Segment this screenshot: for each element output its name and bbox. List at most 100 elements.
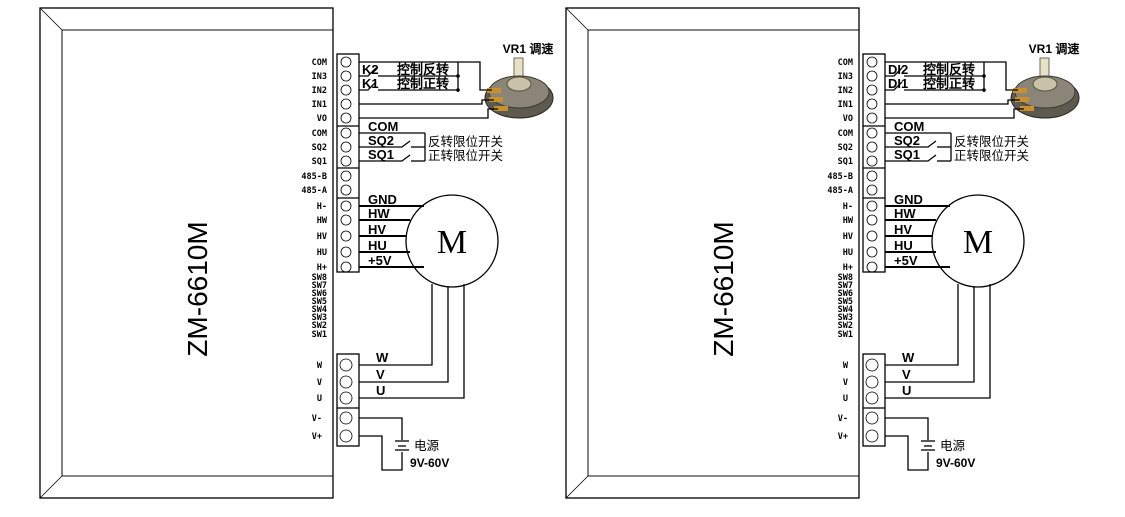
terminal-screw bbox=[866, 127, 878, 139]
motor-circle bbox=[931, 194, 1025, 288]
terminal-screw bbox=[865, 375, 879, 389]
terminal-screw bbox=[340, 112, 352, 124]
pin-label: VO bbox=[317, 114, 327, 124]
power-label: 电源 bbox=[940, 439, 966, 453]
pin-label: HV bbox=[843, 232, 853, 242]
phase-wire bbox=[885, 284, 991, 399]
model-name: ZM-6610M bbox=[182, 221, 213, 356]
pin-label: W bbox=[843, 361, 849, 371]
pin-label: 485-A bbox=[301, 186, 327, 196]
switch-a-wire bbox=[359, 67, 377, 77]
potentiometer-icon bbox=[484, 57, 554, 119]
pot-wire-in1 bbox=[885, 99, 1020, 105]
terminal-screw bbox=[866, 214, 878, 226]
power-wire-pos bbox=[359, 435, 403, 471]
terminal-block-bottom bbox=[862, 353, 886, 447]
pin-label: V+ bbox=[838, 432, 848, 442]
vr1-label: VR1 调速 bbox=[503, 41, 554, 56]
pin-label: U bbox=[317, 394, 322, 404]
phase-wire bbox=[885, 287, 975, 383]
phase-label: U bbox=[376, 383, 385, 398]
junction-dot bbox=[982, 74, 986, 78]
terminal-screw bbox=[339, 391, 353, 405]
sq2-label: SQ2 bbox=[894, 133, 920, 148]
terminal-screw bbox=[866, 261, 878, 273]
switch-b-text: 控制正转 bbox=[397, 76, 449, 91]
terminal-screw bbox=[866, 200, 878, 212]
pot-pin bbox=[1020, 106, 1034, 111]
pin-label: H- bbox=[843, 202, 853, 212]
terminal-block-top bbox=[336, 53, 360, 273]
hall-label: +5V bbox=[368, 253, 392, 268]
battery-icon bbox=[921, 440, 935, 451]
pin-label: H+ bbox=[843, 263, 853, 273]
terminal-block-bottom bbox=[336, 353, 360, 447]
controller-outline bbox=[565, 7, 860, 499]
phase-wire bbox=[359, 287, 449, 383]
hall-label: HU bbox=[894, 238, 913, 253]
terminal-screw bbox=[340, 184, 352, 196]
phase-wire bbox=[885, 284, 959, 366]
com-label: COM bbox=[368, 119, 398, 134]
terminal-screw bbox=[866, 141, 878, 153]
terminal-screw bbox=[340, 56, 352, 68]
pin-label: SW7 bbox=[312, 281, 327, 291]
pin-label: COM bbox=[312, 129, 327, 139]
switch-a-tag: K2 bbox=[362, 62, 379, 77]
terminal-screw bbox=[340, 70, 352, 82]
sq1-label: SQ1 bbox=[894, 147, 920, 162]
pin-label: SQ1 bbox=[838, 157, 853, 167]
junction-dot bbox=[456, 88, 460, 92]
pot-wire-com bbox=[359, 61, 492, 91]
terminal-screw bbox=[340, 246, 352, 258]
wiring-panel-2: ZM-6610MCOMIN3IN2IN1VOCOMSQ2SQ1485-B485-… bbox=[565, 7, 1080, 499]
pin-label: SW3 bbox=[838, 313, 853, 323]
terminal-block-top bbox=[862, 53, 886, 273]
power-range: 9V-60V bbox=[410, 456, 449, 470]
battery-icon bbox=[395, 440, 409, 451]
pot-wire-vo bbox=[359, 108, 498, 119]
junction-dot bbox=[456, 74, 460, 78]
terminal-screw bbox=[340, 230, 352, 242]
pin-label: SW6 bbox=[838, 289, 853, 299]
sq1-wire bbox=[359, 154, 411, 162]
pin-label: SW6 bbox=[312, 289, 327, 299]
pin-label: V bbox=[843, 378, 848, 388]
pin-label: HV bbox=[317, 232, 327, 242]
switch-b-tag: DI1 bbox=[888, 76, 908, 91]
hall-label: HV bbox=[894, 222, 912, 237]
pin-label: SW5 bbox=[312, 297, 327, 307]
terminal-screw bbox=[340, 155, 352, 167]
terminal-screw bbox=[339, 375, 353, 389]
phase-wire bbox=[359, 284, 433, 366]
pin-label: HW bbox=[843, 216, 854, 226]
power-range: 9V-60V bbox=[936, 456, 975, 470]
switch-a-tag: DI2 bbox=[888, 62, 908, 77]
phase-label: W bbox=[902, 350, 915, 365]
power-wire-neg bbox=[359, 417, 403, 440]
sq1-wire bbox=[885, 154, 937, 162]
terminal-screw bbox=[866, 246, 878, 258]
pin-label: SQ1 bbox=[312, 157, 327, 167]
model-name: ZM-6610M bbox=[708, 221, 739, 356]
hall-label: +5V bbox=[894, 253, 918, 268]
switch-b-tag: K1 bbox=[362, 76, 379, 91]
terminal-screw bbox=[340, 84, 352, 96]
pin-label: V- bbox=[312, 414, 322, 424]
pot-wire-in1 bbox=[359, 99, 494, 105]
terminal-screw bbox=[340, 214, 352, 226]
terminal-screw bbox=[340, 141, 352, 153]
pin-label: IN2 bbox=[312, 86, 327, 96]
pin-label: VO bbox=[843, 114, 853, 124]
pin-label: HU bbox=[843, 248, 853, 258]
terminal-screw bbox=[865, 358, 879, 372]
phase-label: V bbox=[376, 367, 385, 382]
pin-label: SW2 bbox=[312, 321, 327, 331]
hall-label: GND bbox=[894, 192, 923, 207]
pin-label: SW5 bbox=[838, 297, 853, 307]
switch-a-text: 控制反转 bbox=[397, 62, 449, 77]
pin-label: COM bbox=[312, 58, 327, 68]
sq1-description: 正转限位开关 bbox=[954, 148, 1029, 163]
pot-nut bbox=[506, 76, 532, 92]
pin-label: IN2 bbox=[838, 86, 853, 96]
